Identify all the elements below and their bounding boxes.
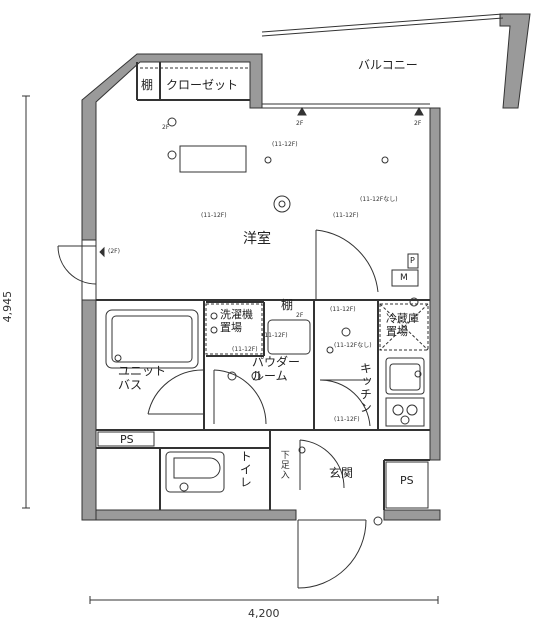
note-11f-d: (11-12Fなし) xyxy=(360,196,398,203)
meter-label: M xyxy=(400,273,408,283)
outlet-marks xyxy=(99,106,424,526)
room-unit-bath: ユニット バス xyxy=(118,364,167,393)
room-ps-right: PS xyxy=(400,474,414,487)
dimension-lines xyxy=(22,95,439,604)
outer-walls xyxy=(81,13,531,521)
note-11f-c: (11-12F) xyxy=(333,212,359,219)
note-2f-e: 2F xyxy=(296,312,304,319)
room-shelf-closet: 棚 xyxy=(141,78,154,92)
note-11f-i: (11-12F) xyxy=(262,332,288,339)
note-11f-f: (11-12Fなし) xyxy=(334,342,372,349)
note-11f-e: (11-12F) xyxy=(330,306,356,313)
panel-label: P xyxy=(410,256,415,265)
room-balcony: バルコニー xyxy=(358,58,418,72)
room-kitchen: キッチン xyxy=(358,362,373,414)
note-2f-a: 2F xyxy=(162,124,170,131)
note-11f-g: (11-12F) xyxy=(334,416,360,423)
room-closet: クローゼット xyxy=(166,78,239,92)
room-toilet: トイレ xyxy=(238,450,253,489)
note-2f-b: 2F xyxy=(296,120,304,127)
note-11f-b: (11-12F) xyxy=(201,212,227,219)
room-shoe-storage: 下足入 xyxy=(278,450,289,480)
room-ps-left: PS xyxy=(120,433,134,446)
note-2f-d: (2F) xyxy=(108,248,120,255)
doors xyxy=(57,229,379,589)
room-shelf-small: 棚 xyxy=(281,298,294,312)
room-fridge-area: 冷蔵庫 置場 xyxy=(386,312,419,339)
dimension-height: 4,945 xyxy=(1,290,15,323)
room-washer-area: 洗濯機 置場 xyxy=(220,308,253,335)
balcony-area xyxy=(261,13,504,109)
note-2f-c: 2F xyxy=(414,120,422,127)
room-powder: パウダー ルーム xyxy=(252,355,301,384)
note-11f-a: (11-12F) xyxy=(272,141,298,148)
fixtures xyxy=(97,67,429,509)
note-11f-h: (11-12F) xyxy=(232,346,258,353)
room-entrance: 玄関 xyxy=(329,466,354,480)
interior-walls xyxy=(96,62,430,510)
dimension-width: 4,200 xyxy=(248,607,280,620)
room-western: 洋室 xyxy=(243,231,271,247)
